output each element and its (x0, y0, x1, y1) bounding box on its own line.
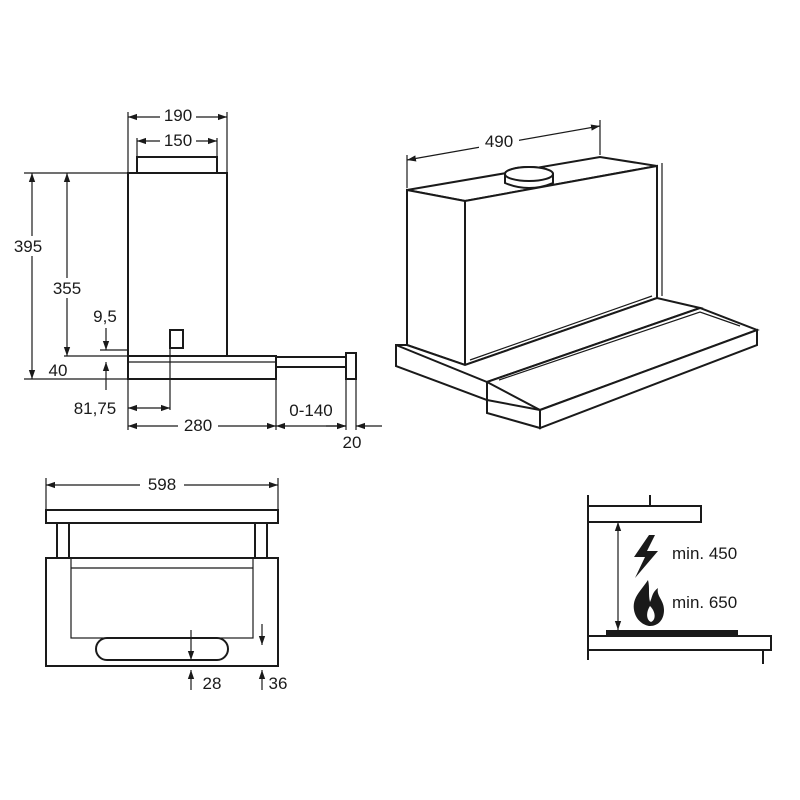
front-view: 598 28 36 (45, 474, 288, 693)
hood-body-side (127, 172, 228, 357)
dim-355: 355 (53, 279, 81, 298)
side-view: 190 150 395 355 9,5 40 81,75 280 0-140 (10, 106, 382, 452)
electric-icon (634, 535, 658, 578)
dim-280: 280 (184, 416, 212, 435)
dim-28: 28 (203, 674, 222, 693)
dim-0-140: 0-140 (289, 401, 332, 420)
dim-490: 490 (485, 132, 513, 151)
clearance-view: min. 450 min. 650 (587, 495, 772, 664)
worktop (587, 635, 772, 651)
front-handle (345, 352, 357, 380)
front-top-plate (45, 509, 279, 524)
dim-36: 36 (269, 674, 288, 693)
dim-9-5: 9,5 (93, 307, 117, 326)
hood-block (587, 505, 702, 523)
dim-598: 598 (148, 475, 176, 494)
duct-collar (136, 156, 218, 174)
hood-base-side (127, 355, 277, 380)
front-handle-oval (95, 637, 229, 661)
dim-190: 190 (164, 106, 192, 125)
min-650-label: min. 650 (672, 593, 737, 612)
cooktop-hob (606, 630, 738, 636)
dim-40: 40 (49, 361, 68, 380)
telescopic-rail (275, 356, 347, 368)
dim-395: 395 (14, 237, 42, 256)
dim-81-75: 81,75 (74, 399, 117, 418)
dim-150: 150 (164, 131, 192, 150)
gas-flame-icon (633, 580, 664, 626)
dim-20: 20 (343, 433, 362, 452)
perspective-view: 490 (395, 120, 760, 430)
min-450-label: min. 450 (672, 544, 737, 563)
vent-opening (169, 329, 184, 349)
